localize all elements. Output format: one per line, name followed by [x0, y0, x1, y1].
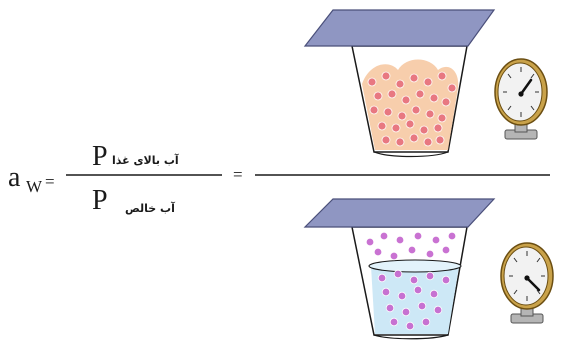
particle	[430, 94, 438, 102]
particle	[424, 138, 432, 146]
denominator-p: P	[92, 185, 108, 216]
particle	[424, 78, 432, 86]
aw-equals: =	[45, 172, 55, 191]
particle	[396, 80, 404, 88]
particle	[402, 308, 410, 316]
food-container-setup	[305, 10, 547, 157]
particle	[406, 120, 414, 128]
particle	[388, 90, 396, 98]
particle	[368, 78, 376, 86]
pressure-gauge-icon	[501, 243, 553, 323]
particle	[416, 90, 424, 98]
particle	[392, 124, 400, 132]
particle	[426, 272, 434, 280]
particle	[410, 134, 418, 142]
particle	[370, 106, 378, 114]
aw-subscript: W	[26, 177, 43, 196]
food-cup	[352, 46, 467, 157]
particle	[390, 252, 398, 260]
particle	[382, 288, 390, 296]
particle	[406, 322, 414, 330]
numerator-subscript: آب بالای غذا	[112, 153, 179, 167]
particle	[402, 96, 410, 104]
denominator-subscript: آب خالص	[125, 201, 175, 215]
particle	[386, 304, 394, 312]
bottom-gauge	[501, 243, 553, 323]
particle	[408, 246, 416, 254]
particle	[366, 238, 374, 246]
particle	[436, 136, 444, 144]
top-gauge	[495, 59, 547, 139]
particle	[426, 110, 434, 118]
particle	[398, 292, 406, 300]
particle	[414, 232, 422, 240]
particle	[384, 108, 392, 116]
pure-water-setup	[305, 199, 553, 339]
water-cup	[352, 227, 467, 339]
particle	[432, 236, 440, 244]
particle	[448, 232, 456, 240]
particle	[418, 302, 426, 310]
particle	[442, 98, 450, 106]
particle	[414, 286, 422, 294]
pressure-gauge-icon	[495, 59, 547, 139]
particle	[394, 270, 402, 278]
particle	[422, 318, 430, 326]
particle	[420, 126, 428, 134]
numerator-p: P	[92, 141, 108, 172]
particle	[438, 114, 446, 122]
particle	[396, 236, 404, 244]
particle	[396, 138, 404, 146]
bottom-lid	[305, 199, 494, 227]
particle	[442, 276, 450, 284]
particle	[430, 290, 438, 298]
particle	[378, 274, 386, 282]
water-surface	[369, 260, 461, 272]
particle	[382, 72, 390, 80]
top-lid	[305, 10, 494, 46]
particle	[410, 74, 418, 82]
aw-symbol: a	[8, 162, 21, 193]
middle-equals: =	[233, 165, 243, 184]
particle	[442, 246, 450, 254]
particle	[448, 84, 456, 92]
particle	[382, 136, 390, 144]
particle	[426, 250, 434, 258]
particle	[434, 124, 442, 132]
particle	[412, 106, 420, 114]
particle	[374, 248, 382, 256]
particle	[438, 72, 446, 80]
particle	[380, 232, 388, 240]
particle	[410, 276, 418, 284]
particle	[374, 92, 382, 100]
particle	[390, 318, 398, 326]
particle	[434, 306, 442, 314]
particle	[378, 122, 386, 130]
particle	[398, 112, 406, 120]
